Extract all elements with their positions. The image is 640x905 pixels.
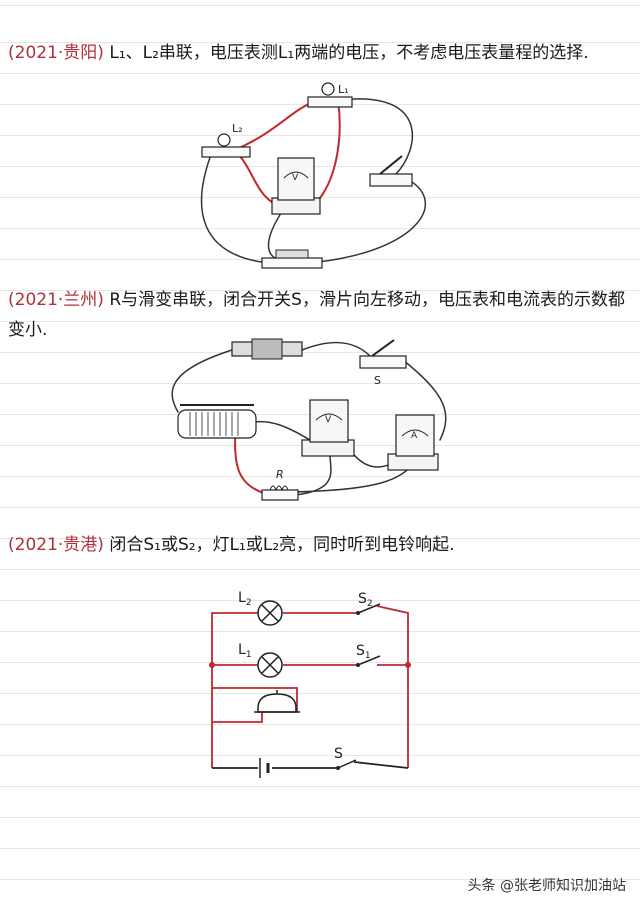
voltmeter-2: V — [301, 399, 355, 457]
schematic-lamp-l1: L1 — [238, 642, 283, 678]
voltmeter-1-label: V — [292, 173, 299, 183]
voltmeter-1: V — [271, 157, 321, 215]
battery-1 — [261, 249, 323, 269]
schematic-battery — [259, 758, 270, 778]
note-3-text: 闭合S₁或S₂，灯L₁或L₂亮，同时听到电铃响起. — [109, 535, 455, 555]
switch-s: S — [359, 339, 407, 387]
label-r: R — [276, 468, 284, 481]
note-1: (2021·贵阳) L₁、L₂串联，电压表测L₁两端的电压，不考虑电压表量程的选… — [8, 38, 632, 68]
schematic-lamp-l2: L2 — [238, 590, 283, 626]
note-2: (2021·兰州) R与滑变串联，闭合开关S，滑片向左移动，电压表和电流表的示数… — [8, 285, 632, 345]
label-s: S — [374, 374, 381, 387]
label-l2-schematic: L — [238, 590, 246, 606]
switch-1 — [369, 155, 413, 187]
label-s2: S — [358, 591, 367, 607]
svg-text:L2: L2 — [238, 590, 252, 608]
resistor-r: R — [261, 468, 299, 501]
label-l1: L₁ — [338, 83, 349, 96]
label-s1: S — [356, 643, 365, 659]
svg-text:S2: S2 — [358, 591, 373, 609]
lamp-l2: L₂ — [201, 122, 251, 158]
note-3: (2021·贵港) 闭合S₁或S₂，灯L₁或L₂亮，同时听到电铃响起. — [8, 530, 632, 560]
voltmeter-2-label: V — [325, 415, 332, 425]
schematic-switch-s2: S2 — [356, 591, 381, 615]
svg-text:S1: S1 — [356, 643, 371, 661]
label-s2-sub: 2 — [367, 599, 373, 609]
ammeter: A — [387, 414, 439, 471]
label-l2-sub: 2 — [246, 598, 252, 608]
svg-text:L1: L1 — [238, 642, 252, 660]
note-2-tag: (2021·兰州) — [8, 290, 104, 310]
rheostat — [177, 404, 257, 439]
note-2-text: R与滑变串联，闭合开关S，滑片向左移动，电压表和电流表的示数都变小. — [8, 290, 625, 340]
battery-2 — [231, 338, 303, 360]
lamp-l1: L₁ — [307, 82, 353, 108]
label-s1-sub: 1 — [365, 651, 371, 661]
note-1-tag: (2021·贵阳) — [8, 43, 104, 63]
schematic-switch-s1: S1 — [356, 643, 381, 667]
note-3-tag: (2021·贵港) — [8, 535, 104, 555]
label-l1-schematic: L — [238, 642, 246, 658]
note-1-text: L₁、L₂串联，电压表测L₁两端的电压，不考虑电压表量程的选择. — [109, 43, 589, 63]
ammeter-label: A — [411, 431, 418, 441]
watermark-footer: 头条 @张老师知识加油站 — [467, 878, 626, 894]
label-l2: L₂ — [232, 122, 243, 135]
label-s-schematic: S — [334, 746, 343, 762]
schematic-bell — [254, 690, 300, 713]
label-l1-sub: 1 — [246, 650, 252, 660]
schematic-switch-s: S — [334, 746, 357, 770]
